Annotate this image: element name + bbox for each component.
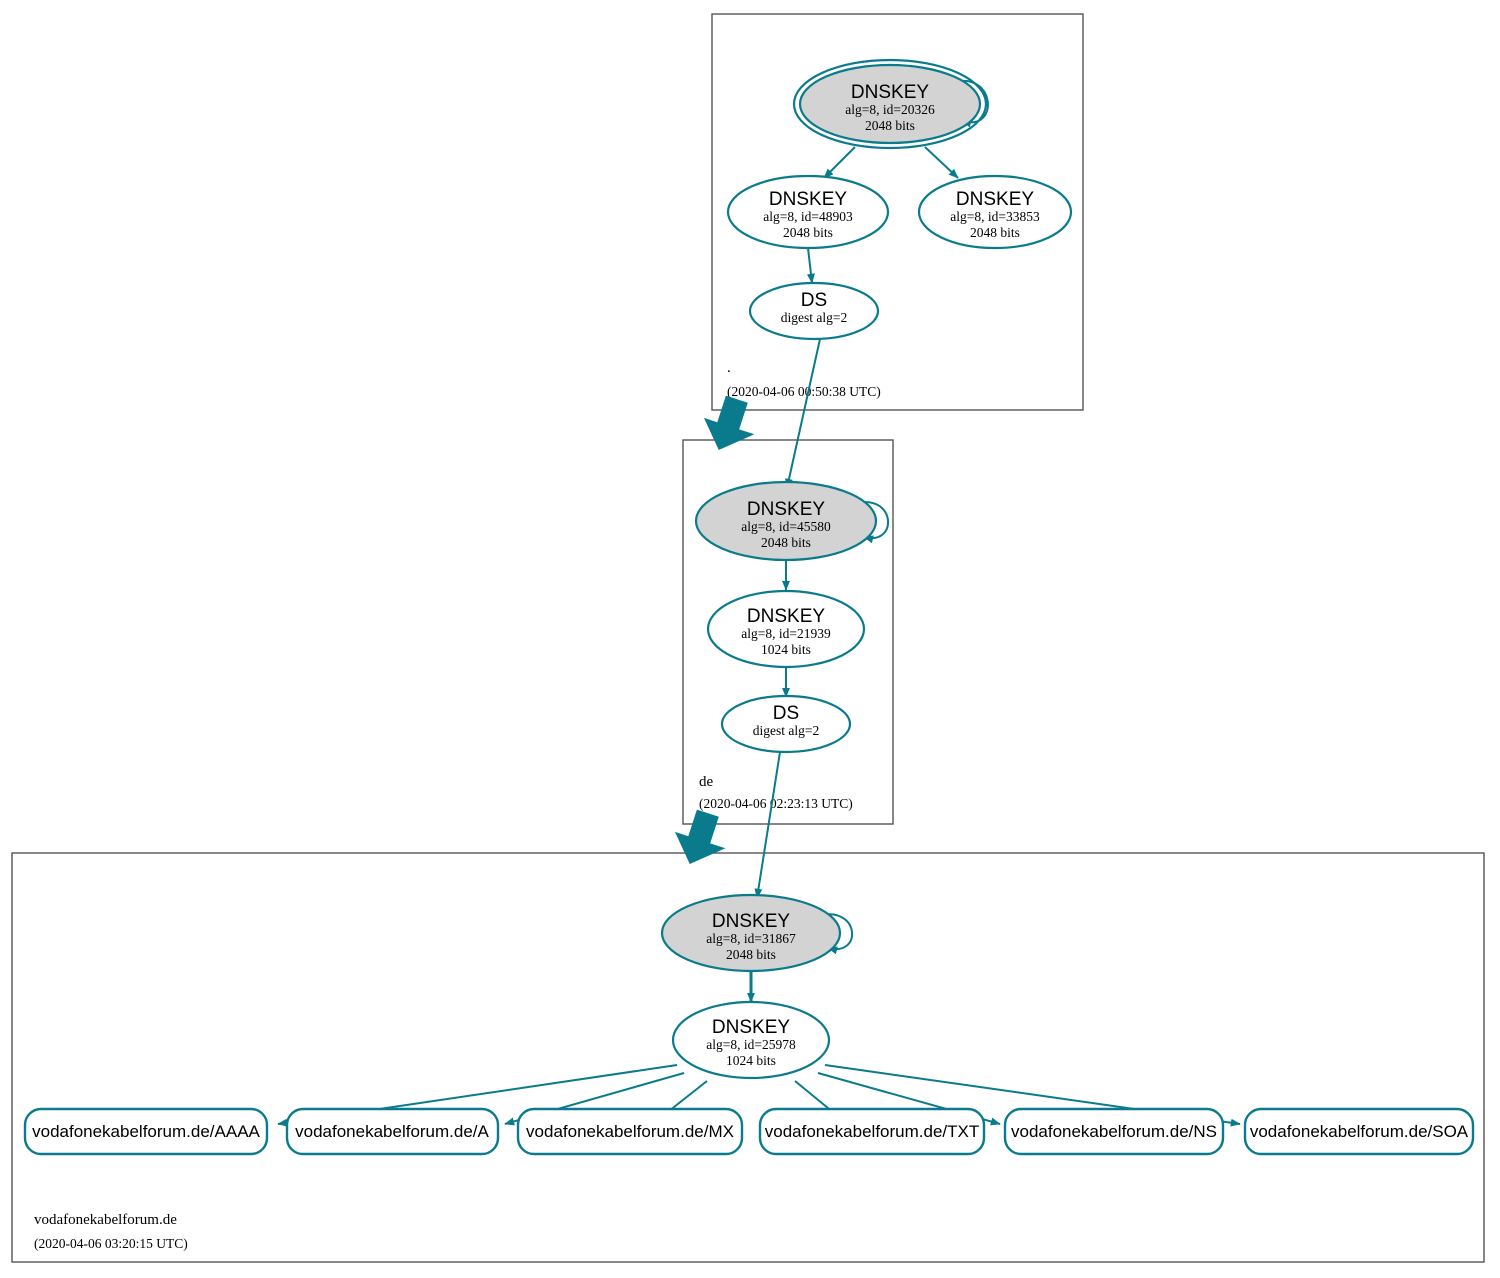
node-vkf-ksk-detail2: 2048 bits [726,947,776,962]
node-root-zsk-33853[interactable] [917,174,1073,250]
rrset-label-aaaa: vodafonekabelforum.de/AAAA [32,1122,260,1141]
node-de-ksk-title: DNSKEY [747,499,825,520]
node-de-zsk-title: DNSKEY [747,606,825,627]
rrset-box-txt[interactable] [758,1107,986,1156]
edge-root-ksk-to-48903 [823,146,856,179]
node-root-zsk-48903-detail2: 2048 bits [783,225,833,240]
node-vkf-zsk-detail1: alg=8, id=25978 [706,1037,796,1052]
zone-label-root-time: (2020-04-06 00:50:38 UTC) [727,384,881,399]
node-vkf-zsk-title: DNSKEY [712,1017,790,1038]
rrset-box-soa[interactable] [1243,1107,1475,1156]
node-root-ds-title: DS [801,290,827,311]
rrset-box-mx[interactable] [516,1107,744,1156]
node-root-zsk-33853-detail2: 2048 bits [970,225,1020,240]
node-de-ds-detail1: digest alg=2 [753,723,819,738]
node-root-ds[interactable] [748,281,880,341]
rrset-label-a: vodafonekabelforum.de/A [295,1122,489,1141]
node-root-zsk-48903-title: DNSKEY [769,189,847,210]
edge-root-ds-to-de-ksk [785,338,821,489]
node-de-ksk-detail1: alg=8, id=45580 [741,519,831,534]
edge-delegation-de-to-vkf [674,809,726,865]
rrset-box-aaaa[interactable] [23,1107,269,1156]
zone-box-vodafonekabelforum [11,852,1485,1263]
rrset-box-ns[interactable] [1003,1107,1225,1156]
node-vkf-zsk[interactable] [671,1000,831,1080]
node-de-zsk[interactable] [706,589,866,669]
edge-self-sign-de-ksk [857,501,889,544]
node-de-ksk-detail2: 2048 bits [761,535,811,550]
node-root-zsk-48903-detail1: alg=8, id=48903 [763,209,853,224]
rrset-label-mx: vodafonekabelforum.de/MX [526,1122,734,1141]
node-vkf-ksk-title: DNSKEY [712,911,790,932]
node-de-ds[interactable] [720,694,852,754]
zone-label-de-time: (2020-04-06 02:23:13 UTC) [699,796,853,811]
node-de-ds-title: DS [773,703,799,724]
edge-de-ds-to-vkf-ksk [754,751,781,899]
edge-root-ksk-to-33853 [924,146,959,179]
node-root-ds-detail1: digest alg=2 [781,310,847,325]
node-root-ksk-title: DNSKEY [851,82,929,103]
zone-label-root-name: . [727,360,731,376]
node-vkf-ksk-detail1: alg=8, id=31867 [706,931,796,946]
node-vkf-zsk-detail2: 1024 bits [726,1053,776,1068]
edge-root-zsk-to-ds [806,247,815,284]
node-root-zsk-33853-detail1: alg=8, id=33853 [950,209,1040,224]
zone-box-de [682,439,894,825]
edge-delegation-root-to-de [703,395,755,451]
zone-label-de-name: de [699,774,714,790]
node-root-zsk-33853-title: DNSKEY [956,189,1034,210]
rrset-label-txt: vodafonekabelforum.de/TXT [765,1122,980,1141]
edge-self-sign-root-ksk [954,79,989,128]
zone-label-vkf-time: (2020-04-06 03:20:15 UTC) [34,1236,188,1251]
edge-self-sign-vkf-ksk [821,913,853,955]
node-root-ksk-detail2: 2048 bits [865,118,915,133]
node-de-zsk-detail1: alg=8, id=21939 [741,626,831,641]
rrset-label-ns: vodafonekabelforum.de/NS [1011,1122,1217,1141]
trust-anchor-ring-root-ksk [792,58,988,150]
node-vkf-ksk[interactable] [660,893,842,973]
node-root-ksk-detail1: alg=8, id=20326 [845,102,935,117]
node-de-zsk-detail2: 1024 bits [761,642,811,657]
rrset-label-soa: vodafonekabelforum.de/SOA [1250,1122,1469,1141]
rrset-box-a[interactable] [285,1107,500,1156]
node-de-ksk[interactable] [694,480,878,562]
node-root-ksk[interactable] [798,63,982,145]
zone-label-vkf-name: vodafonekabelforum.de [34,1212,177,1228]
zone-box-root [711,13,1084,411]
node-root-zsk-48903[interactable] [726,174,890,250]
